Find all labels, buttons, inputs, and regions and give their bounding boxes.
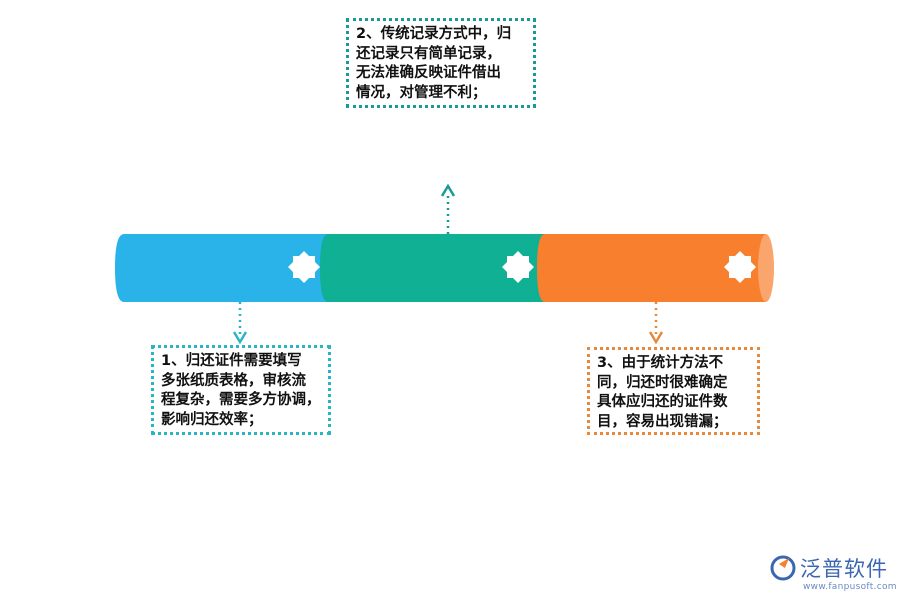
star-badge-1-icon: [288, 251, 320, 283]
company-logo-mark-icon: [770, 555, 796, 581]
connector-arrow-3: [648, 302, 664, 345]
note-step-3: 3、由于统计方法不 同，归还时很难确定 具体应归还的证件数 目，容易出现错漏；: [587, 347, 760, 435]
pipe-segment-3: [537, 234, 774, 302]
company-logo-name: 泛普软件: [800, 557, 888, 581]
connector-arrow-2: [440, 183, 456, 234]
note-step-1: 1、归还证件需要填写 多张纸质表格，审核流 程复杂，需要多方协调， 影响归还效率…: [151, 345, 331, 435]
connector-arrow-1: [232, 302, 248, 345]
company-logo-url: www.fanpusoft.com: [803, 582, 897, 592]
star-badge-3-icon: [724, 251, 756, 283]
star-badge-2-icon: [502, 251, 534, 283]
note-step-2: 2、传统记录方式中，归 还记录只有简单记录， 无法准确反映证件借出 情况，对管理…: [346, 18, 536, 108]
